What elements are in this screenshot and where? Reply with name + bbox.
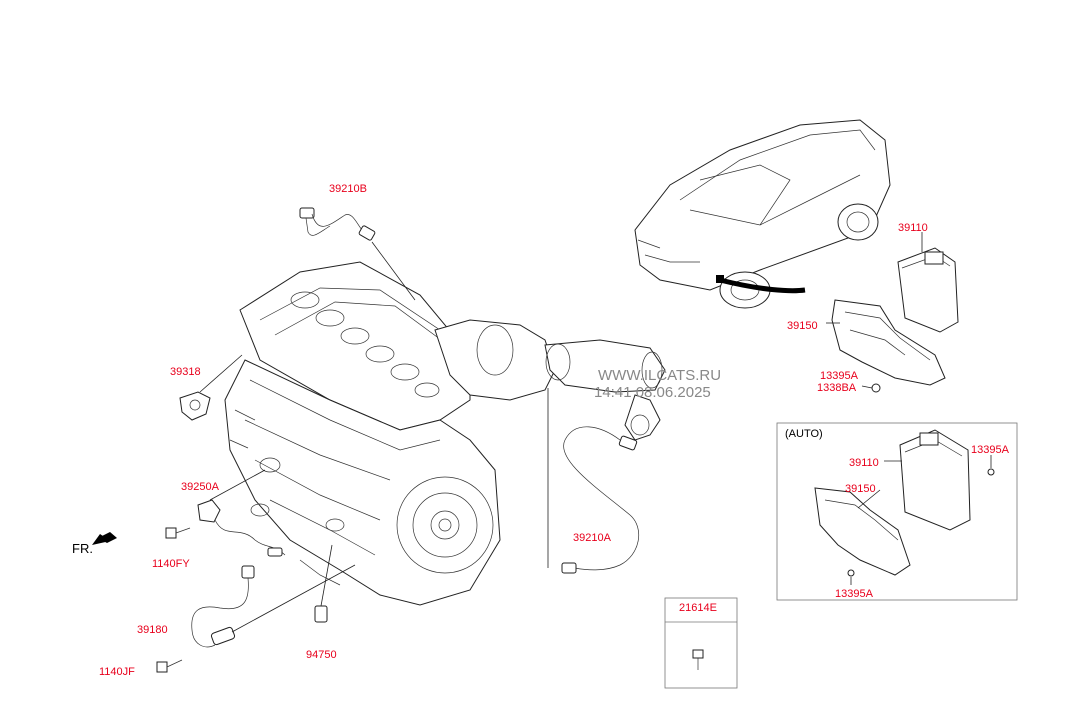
knock-sensor-drawing — [197, 469, 286, 557]
part-label-21614e[interactable]: 21614E — [679, 602, 717, 614]
part-label-39210a[interactable]: 39210A — [573, 532, 612, 544]
bolt-21614e-detail-box — [664, 597, 738, 689]
watermark-timestamp: 14:41 08.06.2025 — [594, 384, 711, 401]
oxygen-sensor-lower-drawing — [547, 388, 639, 574]
part-label-1338ba[interactable]: 1338BA — [817, 382, 857, 394]
auto-transmission-box — [776, 422, 1018, 601]
oil-pressure-switch-drawing — [314, 544, 333, 623]
part-label-39318[interactable]: 39318 — [170, 366, 201, 378]
watermark-site: WWW.ILCATS.RU — [598, 367, 721, 384]
part-label-39150[interactable]: 39150 — [787, 320, 818, 332]
auto-box-label: (AUTO) — [785, 428, 823, 440]
part-label-auto-13395a-bottom[interactable]: 13395A — [835, 588, 874, 600]
part-label-1140jf[interactable]: 1140JF — [99, 666, 135, 678]
exhaust-catalyst-drawing — [434, 319, 666, 441]
front-direction-arrow-icon — [92, 532, 117, 545]
bolt-1140fy-drawing — [165, 527, 191, 539]
oxygen-sensor-upper-drawing — [299, 207, 416, 301]
part-label-auto-39150[interactable]: 39150 — [845, 483, 876, 495]
part-label-39180[interactable]: 39180 — [137, 624, 168, 636]
part-label-13395a[interactable]: 13395A — [820, 370, 859, 382]
part-label-39210b[interactable]: 39210B — [329, 183, 367, 195]
engine-assembly-drawing — [224, 261, 501, 606]
crankshaft-sensor-drawing — [191, 564, 356, 648]
part-label-auto-39110[interactable]: 39110 — [849, 457, 879, 469]
part-label-auto-13395a-top[interactable]: 13395A — [971, 444, 1010, 456]
front-direction-label: FR. — [72, 541, 93, 556]
bolt-1140jf-drawing — [156, 659, 183, 673]
vehicle-drawing — [634, 119, 891, 309]
part-label-39110[interactable]: 39110 — [898, 222, 928, 234]
part-label-39250a[interactable]: 39250A — [181, 481, 220, 493]
part-label-1140fy[interactable]: 1140FY — [152, 558, 190, 570]
camshaft-sensor-drawing — [179, 354, 243, 421]
part-label-94750[interactable]: 94750 — [306, 649, 337, 661]
ecu-assembly-drawing — [826, 232, 959, 393]
